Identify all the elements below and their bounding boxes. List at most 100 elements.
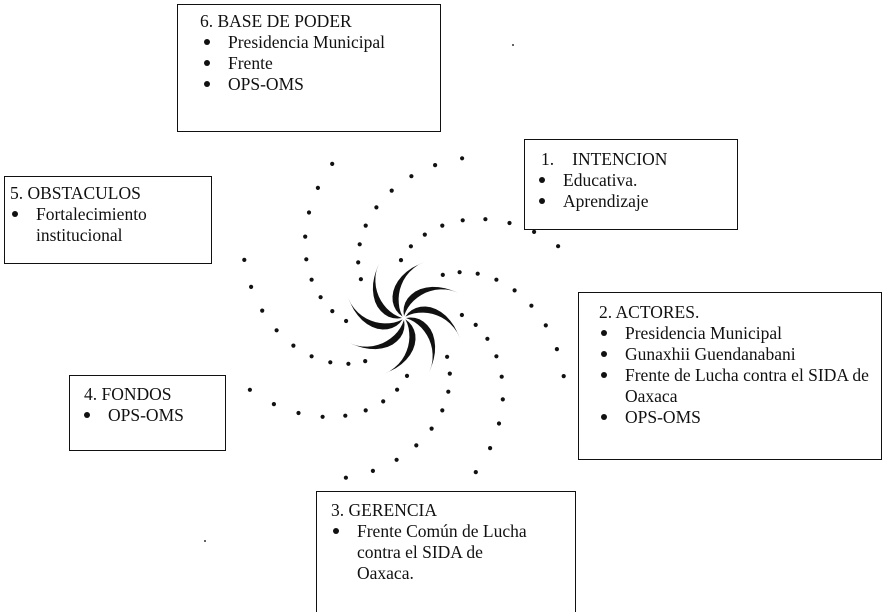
spiral-dot — [554, 347, 560, 352]
fondos-title: 4. FONDOS — [84, 384, 172, 404]
spiral-dot — [398, 258, 404, 263]
spiral-dot — [440, 408, 445, 413]
spiral-dot — [494, 354, 499, 359]
spiral-blade — [405, 306, 462, 345]
spiral-dot — [394, 457, 399, 462]
spiral-blade — [392, 260, 431, 317]
spiral-blade — [403, 286, 465, 316]
spiral-dot — [408, 244, 413, 249]
spiral-dot — [512, 288, 517, 293]
spiral-dot — [271, 402, 276, 407]
base-de-poder-item: Presidencia Municipal — [198, 32, 440, 53]
spiral-dot — [529, 303, 534, 308]
spiral-dot — [532, 229, 537, 234]
spiral-dot — [473, 322, 478, 327]
spiral-dot — [429, 426, 434, 431]
spiral-dot — [330, 161, 335, 166]
obstaculos-title: 5. OBSTACULOS — [10, 183, 141, 203]
spiral-dot — [363, 223, 368, 228]
spiral-dot — [358, 277, 363, 282]
spiral-dot — [304, 257, 309, 262]
spiral-dot — [318, 295, 323, 300]
spiral-dot — [296, 410, 301, 416]
spiral-dot — [260, 308, 265, 313]
spiral-dot — [374, 205, 379, 210]
gerencia-title: 3. GERENCIA — [331, 500, 437, 520]
spiral-dot — [381, 399, 386, 404]
spiral-dot — [556, 244, 561, 249]
intencion-item: Educativa. — [533, 170, 737, 191]
spiral-dot — [249, 284, 254, 289]
spiral-dot — [395, 387, 400, 392]
spiral-dot — [460, 218, 465, 223]
speck — [512, 44, 514, 46]
spiral-dot — [343, 413, 348, 418]
spiral-dot — [440, 223, 445, 228]
base-de-poder-title: 6. BASE DE PODER — [200, 11, 352, 31]
intencion-title-number: 1. — [541, 149, 555, 169]
spiral-dot — [315, 185, 320, 190]
actores-item: Frente de Lucha contra el SIDA de Oaxaca — [595, 365, 870, 407]
spiral-dot — [344, 318, 349, 324]
speck — [204, 540, 206, 542]
spiral-blade — [343, 320, 405, 350]
intencion-box: 1.INTENCION Educativa. Aprendizaje — [524, 139, 738, 230]
fondos-item: OPS-OMS — [78, 405, 225, 426]
spiral-blade — [406, 317, 436, 379]
spiral-dot — [561, 374, 566, 379]
actores-item: OPS-OMS — [595, 407, 881, 428]
spiral-dot — [422, 232, 427, 237]
spiral-dot — [330, 309, 335, 314]
spiral-dot — [309, 354, 314, 359]
spiral-dot — [460, 156, 465, 161]
spiral-dot — [459, 312, 464, 318]
spiral-dot — [494, 277, 499, 282]
gerencia-item: Frente Común de Lucha contra el SIDA de … — [327, 521, 527, 584]
spiral-dot — [446, 389, 451, 394]
spiral-dot — [440, 272, 445, 277]
obstaculos-box: 5. OBSTACULOS Fortalecimiento institucio… — [4, 176, 212, 264]
spiral-dot — [343, 475, 348, 480]
spiral-dot — [320, 414, 325, 419]
spiral-dot — [543, 323, 548, 328]
spiral-dot — [447, 371, 452, 376]
spiral-dot — [485, 336, 490, 341]
spiral-dot — [363, 359, 368, 364]
spiral-dot — [445, 354, 450, 359]
spiral-dot — [306, 210, 312, 215]
spiral-dot — [409, 174, 414, 179]
spiral-dot — [457, 270, 462, 275]
spiral-dot — [404, 373, 410, 378]
spiral-dot — [357, 242, 362, 247]
intencion-title: 1. INTENCION — [541, 149, 737, 170]
actores-item: Presidencia Municipal — [595, 323, 881, 344]
spiral-dot — [488, 446, 493, 451]
spiral-blade — [346, 291, 403, 330]
spiral-dot — [247, 387, 252, 392]
spiral-dot — [291, 343, 296, 348]
spiral-dot — [475, 271, 480, 276]
spiral-dot — [346, 361, 351, 366]
spiral-blade — [372, 257, 402, 319]
intencion-title-text: INTENCION — [572, 149, 668, 169]
spiral-dot — [356, 260, 361, 265]
actores-item: Gunaxhii Guendanabani — [595, 344, 881, 365]
spiral-dot — [303, 234, 308, 239]
spiral-dot — [473, 470, 478, 475]
spiral-dot — [370, 468, 375, 473]
spiral-dot — [483, 217, 488, 222]
spiral-dot — [389, 188, 394, 193]
fondos-box: 4. FONDOS OPS-OMS — [69, 375, 226, 451]
spiral-dot — [499, 374, 504, 379]
spiral-dot — [328, 360, 333, 365]
base-de-poder-item: OPS-OMS — [198, 74, 440, 95]
actores-title: 2. ACTORES. — [599, 302, 700, 322]
actores-box: 2. ACTORES. Presidencia Municipal Gunaxh… — [578, 292, 882, 460]
base-de-poder-item: Frente — [198, 53, 440, 74]
spiral-blade — [377, 319, 416, 376]
spiral-dot — [433, 163, 438, 168]
spiral-dot — [496, 421, 502, 426]
spiral-dot — [507, 220, 512, 226]
spiral-dot — [500, 397, 505, 402]
